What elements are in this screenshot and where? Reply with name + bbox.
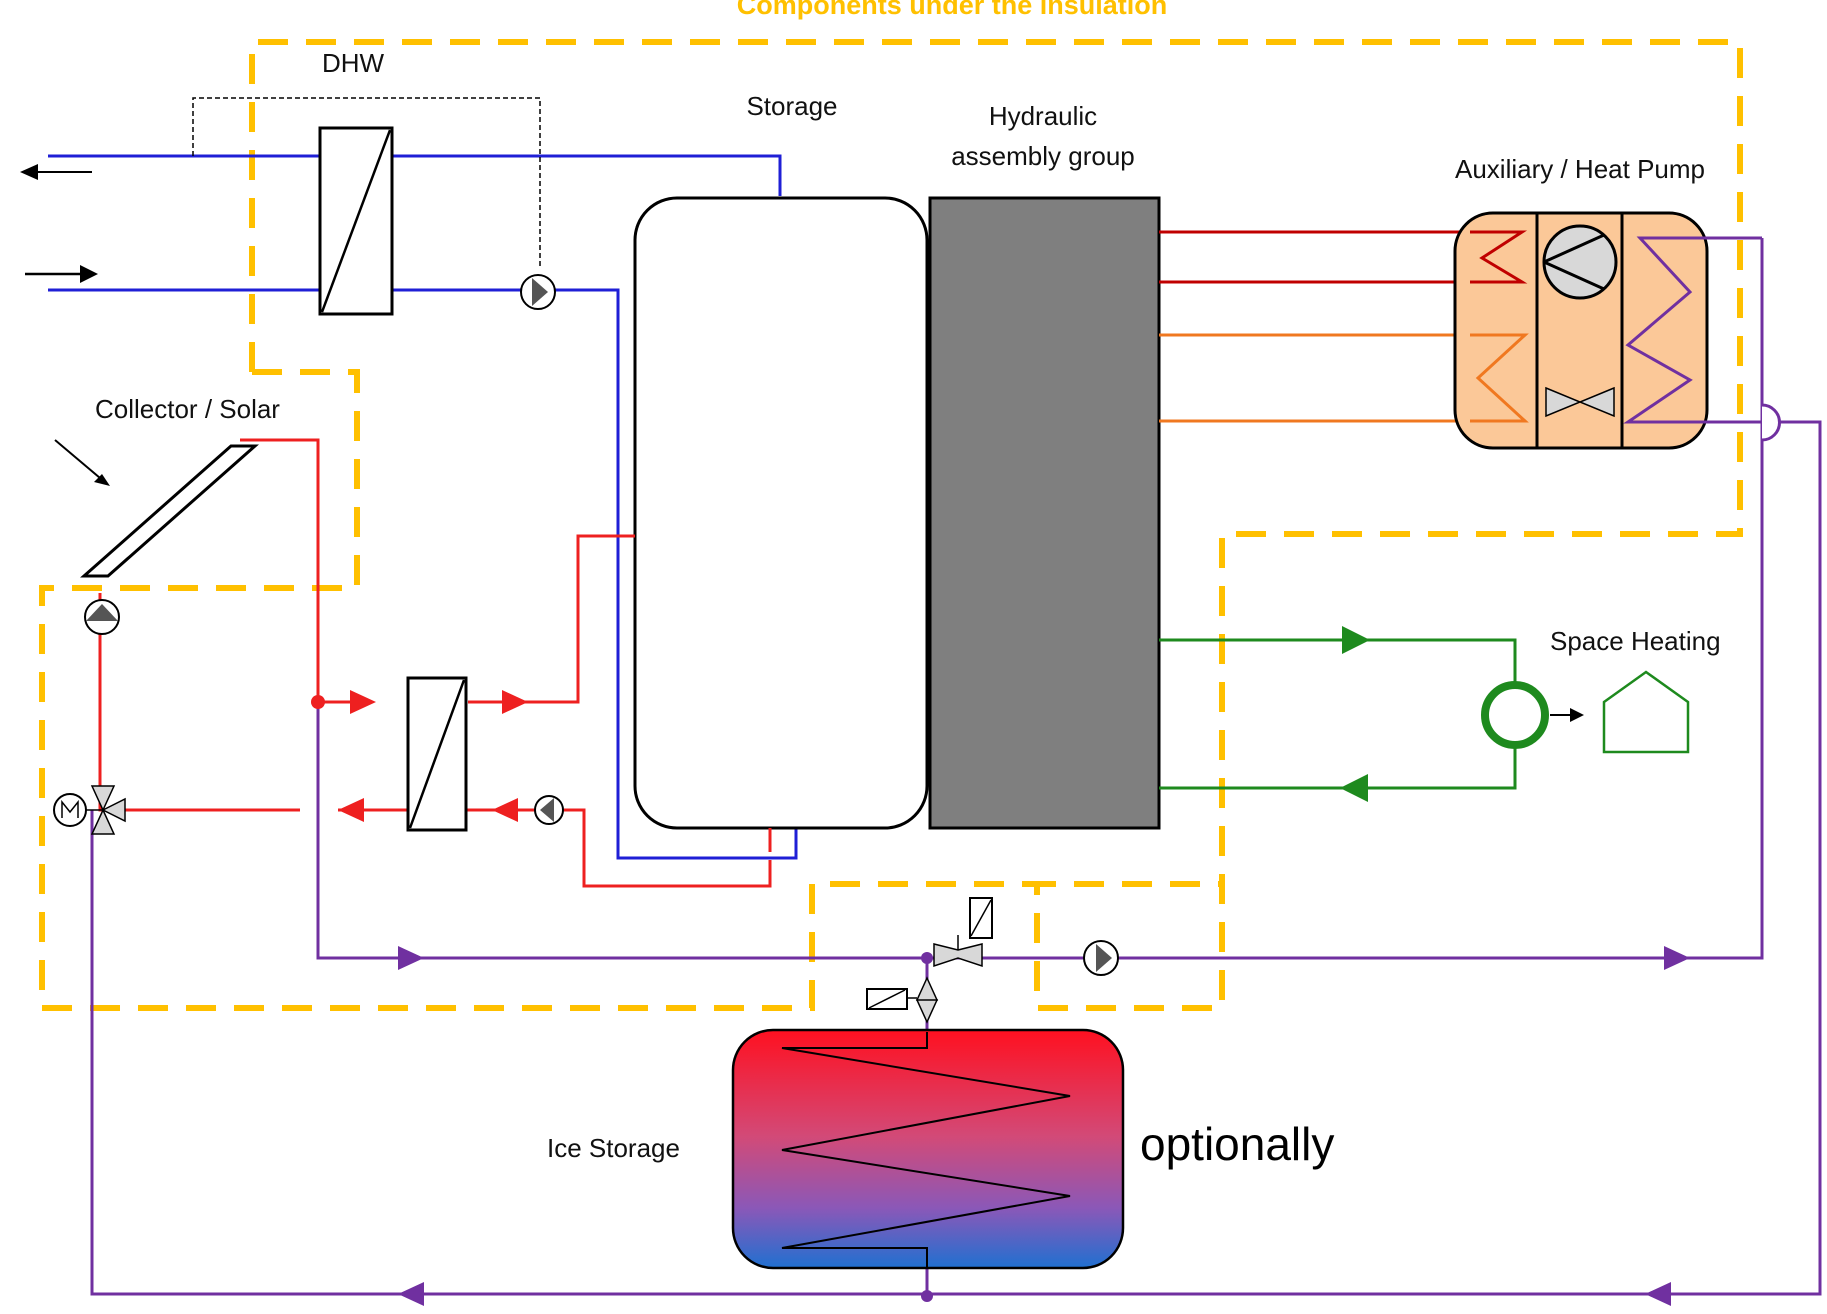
pump-icon (520, 274, 556, 310)
heat-exchanger-icon (318, 126, 394, 316)
diagram-title: Components under the insulation (737, 0, 1168, 20)
hydraulic-label-line2: assembly group (951, 141, 1135, 171)
hydraulic-label-line1: Hydraulic (989, 101, 1097, 131)
outflow-arrow-icon (20, 164, 92, 180)
solar-return-line (98, 593, 300, 812)
flow-arrow-icon (398, 1282, 424, 1306)
heat-pump-unit (1453, 211, 1709, 450)
solar-supply-line (240, 438, 352, 704)
ice-storage-section: Ice Storage optionally (547, 1028, 1334, 1270)
sun-ray-arrow-icon (54, 439, 110, 486)
three-way-valve-icon (866, 976, 939, 1024)
compressor-icon (1542, 224, 1618, 300)
solar-section: Collector / Solar (53, 394, 772, 888)
dhw-hot-line (48, 154, 782, 196)
ice-storage-label: Ice Storage (547, 1133, 680, 1163)
pump-icon (84, 599, 120, 635)
brine-loop (316, 238, 1781, 1306)
brine-crossover-arc (1761, 403, 1781, 442)
dhw-label: DHW (322, 48, 385, 78)
heat-exchanger-icon (406, 676, 468, 832)
house-icon (1602, 670, 1690, 754)
space-heating-return (1159, 748, 1517, 790)
storage-tank (633, 196, 929, 830)
flow-arrow-icon (1342, 626, 1370, 654)
arrow-icon (1570, 708, 1584, 722)
brine-main-line (316, 238, 1764, 960)
dhw-section: DHW (20, 48, 798, 860)
flow-arrow-icon (350, 690, 376, 714)
storage-label: Storage (746, 91, 837, 121)
storage-to-solar-line (338, 808, 772, 888)
expansion-valve-icon (1545, 386, 1615, 418)
flow-arrow-icon (502, 690, 528, 714)
flow-arrow-icon (1340, 774, 1368, 802)
solar-to-storage-line (468, 534, 635, 704)
heat-pump-section: Auxiliary / Heat Pump (90, 154, 1822, 1296)
condenser-coil-warm (1470, 333, 1529, 423)
pump-icon (534, 795, 564, 825)
space-heating-supply (1159, 638, 1517, 682)
evaporator-coil (90, 236, 1822, 1296)
flow-arrow-icon (1664, 946, 1690, 970)
collector-label: Collector / Solar (95, 394, 280, 424)
flow-arrow-icon (492, 798, 518, 822)
flow-arrow-icon (338, 798, 364, 822)
motor-icon (53, 793, 103, 827)
auxiliary-label: Auxiliary / Heat Pump (1455, 154, 1705, 184)
radiator-icon (1481, 681, 1549, 749)
three-way-valve-icon (933, 897, 993, 968)
hydraulic-assembly-group (928, 196, 1161, 830)
flow-arrow-icon (1645, 1282, 1671, 1306)
insulation-boundary (39, 39, 1743, 1011)
inflow-arrow-icon (25, 265, 98, 283)
solar-collector-icon (80, 444, 259, 578)
dhw-control-line (192, 97, 541, 268)
space-heating-section: Space Heating (1159, 626, 1721, 802)
three-way-valve-icon (90, 785, 126, 835)
flow-arrow-icon (398, 946, 424, 970)
ice-storage-coil (781, 1032, 1071, 1268)
dhw-cold-line (48, 288, 798, 860)
condenser-coil-hot (1470, 230, 1528, 284)
pump-icon (1083, 940, 1119, 976)
space-heating-label: Space Heating (1550, 626, 1721, 656)
optionally-label: optionally (1140, 1118, 1334, 1170)
